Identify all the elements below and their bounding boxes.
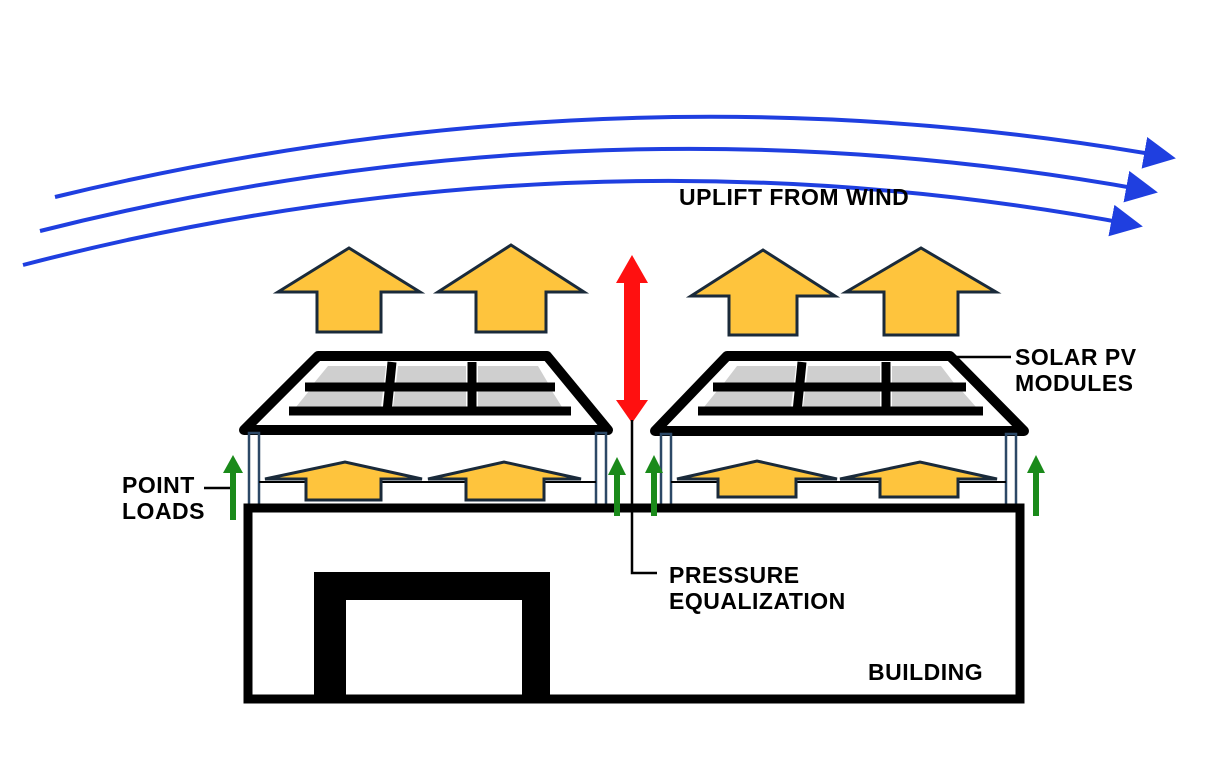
uplift-arrows-underside [264, 460, 582, 502]
point-load-arrows [223, 455, 1045, 520]
point-loads-label-line2: LOADS [122, 498, 205, 524]
pressure-label-line1: PRESSURE [669, 562, 800, 588]
uplift-arrow [685, 248, 841, 337]
leader-lines [204, 355, 1011, 575]
uplift-label: UPLIFT FROM WIND [679, 184, 909, 210]
pressure-label-line2: EQUALIZATION [669, 588, 846, 614]
solar-module-left [239, 351, 613, 507]
solar-pv-label-line1: SOLAR PV [1015, 344, 1137, 370]
solar-pv-label-line2: MODULES [1015, 370, 1134, 396]
wind-flow [22, 114, 1176, 267]
point-loads-label-line1: POINT [122, 472, 195, 498]
module-grid-lines [289, 361, 571, 416]
uplift-arrow [840, 246, 1002, 337]
module-grid-lines [698, 361, 983, 416]
pressure-equalization-arrow [616, 255, 648, 423]
building [243, 503, 1025, 704]
solar-module-right [650, 351, 1029, 507]
uplift-arrows-underside [676, 459, 998, 499]
wind-line-1 [54, 114, 1176, 199]
uplift-arrow [272, 246, 426, 334]
pressure-leader [630, 420, 657, 575]
module-cells [296, 366, 562, 407]
uplift-arrows-top [272, 243, 1002, 337]
module-legs [247, 431, 608, 507]
module-cells [704, 366, 976, 407]
uplift-arrow [432, 243, 590, 334]
wind-line-2 [39, 146, 1158, 233]
building-door [314, 572, 550, 699]
building-body [243, 503, 1025, 704]
building-label: BUILDING [868, 659, 983, 685]
wind-line-3 [22, 178, 1143, 267]
